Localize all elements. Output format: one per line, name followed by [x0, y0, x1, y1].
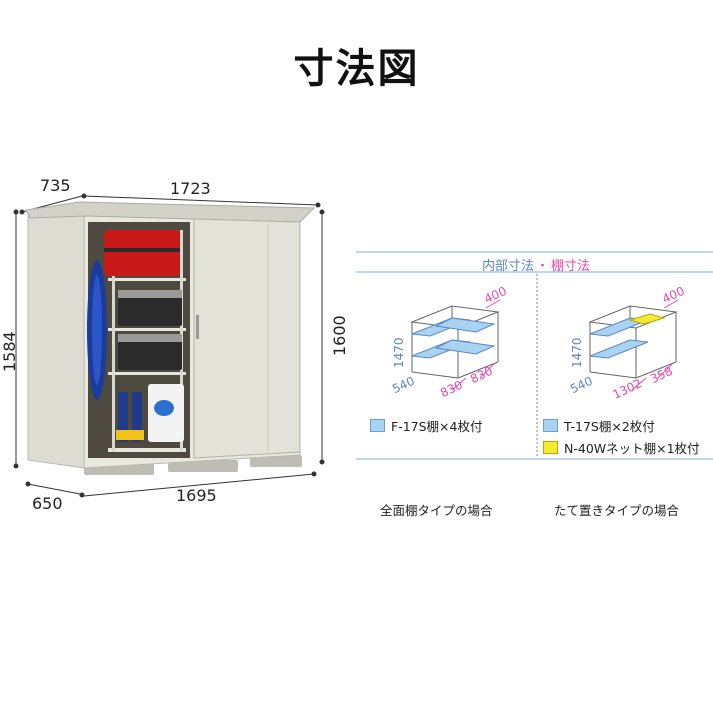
panel-title-separator: ・	[535, 259, 549, 274]
shelf-swatch-icon	[543, 419, 558, 432]
dim-depth-bottom: 650	[32, 494, 63, 513]
net-swatch-icon	[543, 441, 558, 454]
page-title: 寸法図	[293, 46, 420, 92]
panel-title-interior: 内部寸法	[481, 259, 534, 274]
legend-vertical-shelf-label: T-17S棚×2枚付	[564, 419, 655, 434]
right-height-label: 1470	[570, 337, 584, 368]
dim-width-top: 1723	[170, 179, 211, 198]
legend-net-shelf-label: N-40Wネット棚×1枚付	[564, 441, 700, 456]
caption-full-shelf: 全面棚タイプの場合	[380, 503, 493, 518]
caption-vertical-shelf: たて置きタイプの場合	[554, 503, 680, 518]
panel-title-shelf: 棚寸法	[551, 259, 591, 274]
legend-full-shelf-label: F-17S棚×4枚付	[391, 419, 483, 434]
panel-title: 内部寸法・棚寸法	[356, 255, 713, 274]
legend-vertical-shelf: T-17S棚×2枚付	[543, 416, 655, 435]
left-height-label: 1470	[392, 337, 406, 368]
shelf-swatch-icon	[370, 419, 385, 432]
legend-net-shelf: N-40Wネット棚×1枚付	[543, 438, 700, 457]
dim-width-bottom: 1695	[176, 486, 217, 505]
dim-depth-top: 735	[40, 176, 71, 195]
legend-full-shelf: F-17S棚×4枚付	[370, 416, 482, 435]
